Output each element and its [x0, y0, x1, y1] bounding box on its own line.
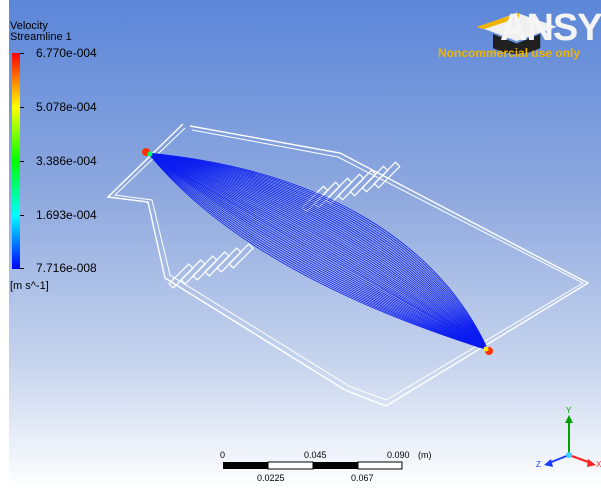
streamline-path: [147, 152, 489, 351]
streamline-path: [147, 152, 489, 351]
legend-value: 1.693e-004: [36, 208, 97, 222]
streamline-path: [147, 152, 489, 351]
streamline-path: [147, 152, 489, 351]
streamline-path: [147, 152, 489, 351]
streamline-path: [147, 152, 489, 351]
streamline-path: [147, 152, 489, 351]
streamline-path: [147, 152, 489, 351]
streamline-path: [147, 152, 489, 351]
legend-tick: [20, 215, 24, 216]
legend-tick: [20, 53, 24, 54]
streamline-path: [147, 152, 489, 351]
streamline-path: [147, 152, 489, 351]
streamline-path: [147, 152, 489, 351]
legend-value-min: 7.716e-008: [36, 261, 97, 275]
streamline-path: [147, 152, 489, 351]
streamline-path: [147, 152, 489, 351]
streamline-path: [147, 152, 489, 351]
legend-value: 3.386e-004: [36, 154, 97, 168]
streamline-path: [147, 152, 489, 351]
streamline-path: [147, 152, 489, 351]
streamline-path: [147, 152, 489, 351]
streamline-path: [147, 152, 489, 351]
axis-x-label: X: [596, 460, 601, 469]
streamline-path: [147, 152, 489, 351]
legend-subtitle: Streamline 1: [10, 31, 72, 43]
streamline-path: [147, 152, 489, 351]
streamline-path: [147, 152, 489, 351]
outlet-point-core: [483, 346, 489, 352]
streamline-path: [147, 152, 489, 351]
channel-slots-lower: [168, 243, 254, 289]
scale-label-4: 0.067: [351, 473, 374, 483]
streamline-path: [147, 152, 489, 351]
scale-label-1: 0.045: [304, 450, 327, 460]
streamline-path: [147, 152, 489, 351]
streamline-path: [147, 152, 489, 351]
streamline-path: [147, 152, 489, 351]
streamline-path: [147, 152, 489, 351]
legend-tick: [20, 268, 24, 269]
streamline-path: [147, 152, 489, 351]
legend-unit: [m s^-1]: [10, 280, 49, 292]
legend-colorbar: [12, 53, 20, 269]
scale-bar-graphic: [223, 461, 403, 470]
scale-label-3: 0.0225: [257, 473, 285, 483]
streamline-path: [147, 152, 489, 351]
streamline-path: [147, 152, 489, 351]
scale-label-0: 0: [220, 450, 226, 460]
viewport-left-border: [0, 0, 9, 489]
legend-title: Velocity: [10, 20, 48, 32]
scale-label-2: 0.090: [387, 450, 410, 460]
streamline-path: [147, 152, 489, 351]
streamline-path: [147, 152, 489, 351]
streamlines: [147, 152, 489, 351]
axis-triad[interactable]: Y Z X: [535, 405, 601, 475]
streamline-path: [147, 152, 489, 351]
legend-tick: [20, 107, 24, 108]
noncommercial-notice: Noncommercial use only: [438, 46, 581, 60]
streamline-path: [147, 152, 489, 351]
scale-unit: (m): [418, 450, 432, 460]
channel-slots-upper: [301, 161, 401, 213]
axis-z-label: Z: [536, 460, 541, 469]
streamline-path: [147, 152, 489, 351]
inlet-point-core: [147, 151, 153, 157]
legend-value-max: 6.770e-004: [36, 46, 97, 60]
geometry-outline: [106, 123, 590, 407]
graduation-cap-logo-icon: [476, 12, 557, 55]
streamline-path: [147, 152, 489, 351]
legend-tick: [20, 161, 24, 162]
streamline-path: [147, 152, 489, 351]
streamline-path: [147, 152, 489, 351]
ansys-logo-text: ANSYS: [500, 7, 601, 49]
streamline-path: [147, 152, 489, 351]
legend-value: 5.078e-004: [36, 100, 97, 114]
streamline-path: [147, 152, 489, 351]
axis-y-label: Y: [566, 406, 572, 415]
streamline-path: [147, 152, 489, 351]
